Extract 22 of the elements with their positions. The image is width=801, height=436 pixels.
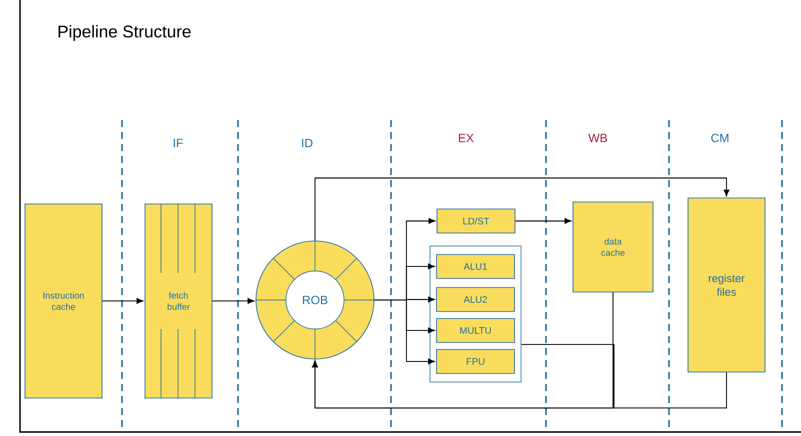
- arrow: [102, 298, 144, 304]
- arrow: [212, 298, 254, 304]
- unit-box: FPU: [436, 349, 515, 374]
- title: Pipeline Structure: [58, 25, 191, 41]
- unit-box: LD/ST: [436, 208, 516, 234]
- unit-box: MULTU: [436, 318, 515, 343]
- stage-label: EX: [458, 134, 474, 142]
- stage-label: CM: [711, 134, 728, 142]
- cache-box: data cache: [572, 202, 654, 292]
- ring-buffer-drawing: ROB: [256, 240, 374, 360]
- register-box: register files: [688, 198, 766, 372]
- stage-label: WB: [588, 134, 608, 142]
- arrow: [374, 300, 435, 364]
- unit-box: ALU1: [436, 254, 515, 279]
- arrow: [314, 178, 730, 242]
- stage-label: ID: [302, 138, 312, 148]
- arrow: [514, 218, 572, 224]
- buffer-box: fetch buffer: [144, 204, 212, 398]
- cache-box: Instruction cache: [24, 204, 102, 398]
- stage-label: IF: [174, 138, 183, 148]
- arrow: [312, 360, 727, 408]
- unit-box: ALU2: [436, 287, 515, 312]
